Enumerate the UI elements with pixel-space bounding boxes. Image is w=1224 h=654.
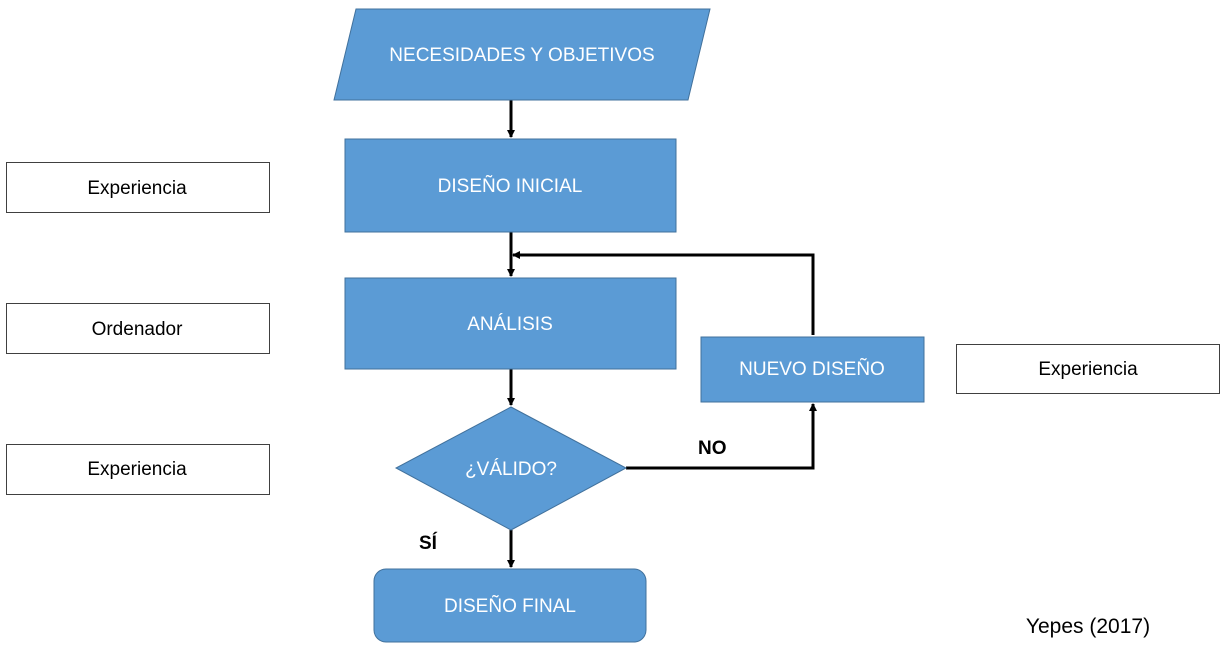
node-diseno-inicial: DISEÑO INICIAL xyxy=(344,138,677,233)
arrow-valido-no-to-nuevo-diseno xyxy=(626,403,817,470)
node-nuevo-diseno-label: NUEVO DISEÑO xyxy=(739,358,885,380)
side-box-left-2: Ordenador xyxy=(6,303,270,354)
connectors xyxy=(507,100,817,568)
node-diseno-final: DISEÑO FINAL xyxy=(373,568,647,643)
side-box-left-3-label: Experiencia xyxy=(87,459,187,480)
node-necesidades-label: NECESIDADES Y OBJETIVOS xyxy=(389,45,654,66)
edge-label-no: NO xyxy=(698,438,727,459)
source-caption: Yepes (2017) xyxy=(1026,615,1150,638)
side-box-left-1: Experiencia xyxy=(6,162,270,213)
side-box-left-2-frame xyxy=(6,303,270,354)
node-diseno-inicial-label: DISEÑO INICIAL xyxy=(438,175,583,197)
side-box-left-1-frame xyxy=(6,162,270,213)
node-diseno-inicial-shape xyxy=(344,138,677,233)
side-box-left-2-label: Ordenador xyxy=(92,319,184,340)
node-analisis: ANÁLISIS xyxy=(344,277,677,370)
node-diseno-final-shape xyxy=(373,568,647,643)
node-nuevo-diseno: NUEVO DISEÑO xyxy=(700,336,925,403)
node-analisis-shape xyxy=(344,277,677,370)
node-valido: ¿VÁLIDO? xyxy=(394,406,628,531)
node-necesidades-objetivos: NECESIDADES Y OBJETIVOS xyxy=(333,8,711,101)
node-valido-label: ¿VÁLIDO? xyxy=(465,459,557,480)
side-box-right-1-label: Experiencia xyxy=(1038,359,1138,380)
side-box-left-3-frame xyxy=(6,444,270,495)
edge-label-si: SÍ xyxy=(419,532,438,554)
side-box-left-1-label: Experiencia xyxy=(87,178,187,199)
node-nuevo-diseno-shape xyxy=(700,336,925,403)
node-analisis-label: ANÁLISIS xyxy=(467,314,553,335)
arrow-nuevo-diseno-loop-back xyxy=(512,251,815,335)
side-box-right-1: Experiencia xyxy=(956,344,1220,394)
side-box-right-1-frame xyxy=(956,344,1220,394)
side-box-left-3: Experiencia xyxy=(6,444,270,495)
node-diseno-final-label: DISEÑO FINAL xyxy=(444,595,576,617)
node-valido-shape xyxy=(394,406,628,531)
node-necesidades-shape xyxy=(333,8,711,101)
